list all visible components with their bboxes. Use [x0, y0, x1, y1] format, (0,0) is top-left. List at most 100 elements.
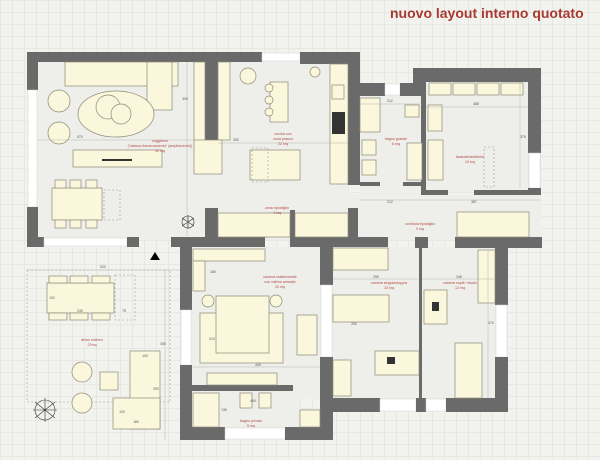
- walls-part: [348, 208, 358, 238]
- master-bedroom-furniture-part: [269, 294, 283, 308]
- room-singola-area: 15 mq: [384, 286, 394, 290]
- dehor-furniture-part: [91, 312, 111, 321]
- storage: [294, 212, 349, 238]
- single-room-furniture: [332, 294, 420, 397]
- dim-dehor-width: 520: [100, 265, 106, 269]
- sink-unit: [427, 104, 443, 132]
- room-soggiorno-note: ("stanza d'avanzamento" (ampliamento)): [128, 144, 193, 148]
- walls-part: [333, 398, 380, 412]
- dim-bed: 210: [209, 337, 215, 341]
- bath-laundry-furniture-part: [428, 82, 452, 96]
- walls-part: [27, 237, 44, 247]
- plan-title: nuovo layout interno quotato: [390, 5, 584, 21]
- bidet: [258, 392, 272, 409]
- room-ospiti-area: 12 mq: [455, 286, 465, 290]
- room-cucina-name2: zona pranzo: [273, 137, 293, 141]
- walls-part: [180, 240, 192, 310]
- walls-part: [27, 52, 262, 62]
- living-furniture-part: [85, 179, 98, 189]
- walls: [27, 52, 542, 440]
- armchair: [239, 67, 257, 85]
- coffee-table: [110, 103, 132, 125]
- room-matrimoniale-name2: con cabina armadio: [264, 280, 295, 284]
- corridor-furniture: [217, 211, 530, 271]
- wardrobe: [332, 247, 389, 271]
- bath-laundry-furniture-part: [500, 82, 524, 96]
- dim-living-width: 570: [77, 135, 83, 139]
- room-dehor-area: 27mq: [88, 343, 97, 347]
- room-singola-name: camera singola/doppia: [371, 281, 407, 285]
- desk: [374, 350, 420, 376]
- walls-part: [455, 237, 542, 248]
- double-bed: [215, 295, 270, 354]
- toilet: [239, 392, 253, 409]
- dim-laundry-width: 388: [473, 102, 479, 106]
- walls-part: [415, 237, 428, 248]
- column-cabinet: [193, 139, 223, 175]
- dim-single-h: 200: [351, 322, 357, 326]
- room-matrimoniale-name: camera matrimoniale: [263, 275, 297, 279]
- bath-laundry-furniture-part: [452, 82, 476, 96]
- walls-part: [261, 52, 301, 62]
- dim-guest-width: 246: [456, 275, 462, 279]
- walls-part: [205, 62, 218, 140]
- dehor-furniture-part: [114, 274, 136, 321]
- dim-sofa-c: 180: [133, 420, 139, 424]
- walls-part: [528, 68, 541, 153]
- walls-part: [43, 237, 128, 247]
- walls-part: [320, 284, 333, 358]
- laptop-icon: [432, 302, 439, 311]
- walls-part: [348, 52, 360, 185]
- walls-part: [290, 210, 295, 247]
- tv-console: [72, 149, 163, 168]
- room-corridoio-name: corridoio/ripostiglio: [405, 222, 435, 226]
- dim-sofa-a: 100: [142, 354, 148, 358]
- dim-kitchen-width: 300: [233, 138, 239, 142]
- living-furniture-part: [54, 179, 67, 189]
- walls-part: [495, 247, 508, 305]
- walls-part: [384, 83, 401, 96]
- plant-icon: [33, 398, 57, 422]
- living-furniture-part: [54, 219, 67, 229]
- room-bagno-privato-name: bagno privato: [240, 419, 262, 423]
- room-bagno-grande-name: bagno grande: [385, 137, 407, 141]
- wardrobe: [192, 248, 266, 262]
- walls-part: [320, 247, 333, 285]
- dehor-furniture: [33, 274, 161, 430]
- room-corridoio-area: 9 mq: [416, 227, 424, 231]
- plant-icon-part: [33, 398, 57, 422]
- kitchen-furniture-part: [264, 83, 274, 93]
- walls-part: [528, 152, 541, 189]
- armchair: [47, 121, 71, 145]
- shower: [359, 97, 381, 133]
- bathtub: [406, 142, 423, 181]
- stove: [332, 112, 345, 134]
- dimension-lines: [27, 62, 541, 440]
- dehor-furniture-part: [69, 312, 89, 321]
- kitchen-furniture-part: [264, 95, 274, 105]
- dim-bath-sink: 440: [250, 399, 256, 403]
- washing-machines: [427, 139, 444, 181]
- room-soggiorno-area: 30 mq: [155, 149, 165, 153]
- bath-laundry-furniture: [359, 82, 524, 188]
- living-furniture-part: [103, 189, 121, 221]
- dehor-furniture-part: [48, 312, 68, 321]
- dim-living-height: 300: [182, 97, 188, 101]
- walls-part: [416, 398, 426, 412]
- master-bedroom-furniture-part: [201, 294, 215, 308]
- ironing-board: [483, 146, 495, 188]
- walls-part: [421, 190, 448, 195]
- walls-part: [419, 248, 422, 398]
- living-furniture: [47, 61, 231, 229]
- walls-part: [425, 398, 447, 412]
- washbasin: [404, 104, 420, 118]
- kitchen-furniture-part: [251, 147, 269, 183]
- storage: [456, 211, 530, 238]
- walls-part: [285, 427, 333, 440]
- shower: [192, 392, 220, 428]
- dim-dehor-height: 350: [160, 342, 166, 346]
- walls-part: [127, 237, 139, 247]
- parasol: [71, 361, 93, 383]
- sink: [309, 66, 321, 78]
